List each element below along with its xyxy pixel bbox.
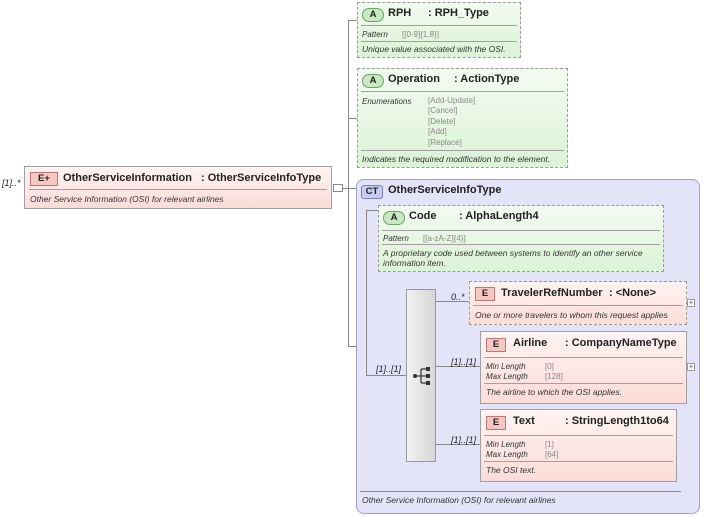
connector-line: [348, 20, 349, 347]
element-travelerrefnumber-name: TravelerRefNumber: [501, 287, 603, 299]
expand-icon[interactable]: +: [687, 362, 695, 371]
facet-label: Min Length: [486, 440, 526, 449]
enumeration-value: [Add-Update]: [428, 96, 476, 105]
connector-line: [436, 301, 470, 302]
divider: [473, 305, 683, 306]
divider: [382, 230, 660, 231]
connector-line: [436, 444, 480, 445]
child-cardinality: 0..*: [451, 292, 465, 302]
child-cardinality: [1]..[1]: [451, 357, 477, 367]
attribute-badge: A: [362, 74, 384, 88]
root-element-description: Other Service Information (OSI) for rele…: [30, 194, 224, 204]
divider: [361, 150, 564, 151]
divider: [361, 41, 517, 42]
element-travelerrefnumber-type: : <None>: [609, 287, 657, 299]
divider: [484, 357, 683, 358]
divider: [361, 91, 564, 92]
element-badge: E: [486, 338, 506, 352]
facet-value: [64]: [545, 450, 559, 459]
facet-value: [128]: [545, 372, 563, 381]
facet-value: [[0-9]{1,8}]: [402, 30, 439, 39]
divider: [360, 491, 681, 492]
element-travelerrefnumber-description: One or more travelers to whom this reque…: [475, 310, 668, 320]
root-element-box[interactable]: E+ OtherServiceInformation : OtherServic…: [24, 166, 332, 209]
element-text-box[interactable]: E Text : StringLength1to64 Min Length [1…: [480, 409, 677, 482]
complex-type-description: Other Service Information (OSI) for rele…: [362, 495, 556, 505]
attribute-rph-description: Unique value associated with the OSI.: [362, 44, 506, 54]
facet-value: [1]: [545, 440, 554, 449]
connector-line: [366, 210, 379, 211]
sequence-cardinality: [1]..[1]: [376, 364, 402, 374]
facet-label: Max Length: [486, 450, 528, 459]
element-badge: E: [486, 416, 506, 430]
root-element-name: OtherServiceInformation: [63, 172, 192, 184]
expand-plus-icon: +: [44, 173, 50, 184]
attribute-operation-description: Indicates the required modification to t…: [362, 154, 551, 164]
attribute-rph-name: RPH: [388, 7, 412, 19]
element-badge: E: [475, 287, 495, 301]
attribute-badge: A: [383, 211, 405, 225]
element-airline-type: : CompanyNameType: [565, 337, 677, 349]
attribute-rph-type: : RPH_Type: [428, 7, 489, 19]
facet-label: Enumerations: [362, 97, 412, 106]
divider: [484, 435, 673, 436]
expand-icon[interactable]: +: [687, 298, 695, 307]
element-badge: E+: [30, 172, 58, 186]
element-airline-name: Airline: [513, 337, 548, 349]
element-airline-description: The airline to which the OSI applies.: [486, 387, 623, 397]
attribute-code-name: Code: [409, 210, 437, 222]
connector-line: [343, 188, 348, 189]
element-airline-box[interactable]: E Airline : CompanyNameType Min Length […: [480, 331, 687, 404]
root-element-type: : OtherServiceInfoType: [201, 172, 322, 184]
element-text-name: Text: [513, 415, 535, 427]
attribute-code-type: : AlphaLength4: [459, 210, 539, 222]
facet-label: Pattern: [383, 234, 409, 243]
attribute-rph-box[interactable]: A RPH : RPH_Type Pattern [[0-9]{1,8}] Un…: [357, 2, 521, 58]
enumeration-value: [Add]: [428, 127, 447, 136]
element-text-type: : StringLength1to64: [565, 415, 669, 427]
connector-line: [348, 188, 358, 189]
facet-label: Pattern: [362, 30, 388, 39]
attribute-operation-name: Operation: [388, 73, 440, 85]
sequence-compositor[interactable]: [406, 289, 436, 462]
divider: [484, 461, 673, 462]
connector-line: [348, 20, 358, 21]
enumeration-value: [Cancel]: [428, 106, 458, 115]
connector-line: [436, 366, 480, 367]
attribute-code-box[interactable]: A Code : AlphaLength4 Pattern [[a-zA-Z]{…: [378, 205, 664, 272]
connector-line: [348, 118, 358, 119]
facet-label: Min Length: [486, 362, 526, 371]
sequence-icon: [413, 367, 430, 385]
element-travelerrefnumber-box[interactable]: E TravelerRefNumber : <None> One or more…: [469, 281, 687, 325]
divider: [361, 25, 517, 26]
attribute-code-description: A proprietary code used between systems …: [383, 248, 643, 268]
divider: [484, 383, 683, 384]
facet-value: [0]: [545, 362, 554, 371]
child-cardinality: [1]..[1]: [451, 435, 477, 445]
complex-type-name: OtherServiceInfoType: [388, 184, 502, 196]
root-cardinality: [1]..*: [2, 178, 21, 188]
attribute-operation-box[interactable]: A Operation : ActionType Enumerations [A…: [357, 68, 568, 168]
divider: [382, 244, 660, 245]
facet-label: Max Length: [486, 372, 528, 381]
complex-type-badge: CT: [361, 185, 383, 199]
enumeration-value: [Replace]: [428, 138, 462, 147]
element-text-description: The OSI text.: [486, 465, 537, 475]
enumeration-value: [Delete]: [428, 117, 456, 126]
divider: [29, 189, 327, 190]
attribute-operation-type: : ActionType: [454, 73, 520, 85]
connector-node: [333, 184, 343, 192]
attribute-badge: A: [362, 8, 384, 22]
connector-line: [366, 210, 367, 376]
facet-value: [[a-zA-Z]{4}]: [423, 234, 466, 243]
connector-line: [366, 375, 406, 376]
